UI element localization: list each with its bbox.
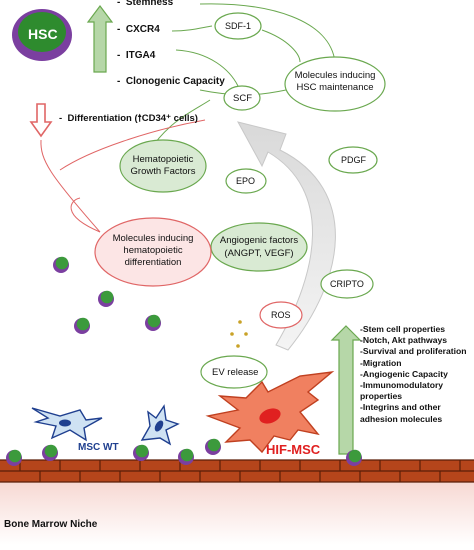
up-arrow-hsc: [86, 5, 114, 73]
pdgf-label: PDGF: [341, 155, 367, 165]
epo-ellipse: [225, 168, 267, 194]
differentiation-inducing-label: Molecules inducing hematopoietic differe…: [112, 233, 194, 268]
down-arrow-differentiation: [29, 103, 53, 138]
hif-property-5: -Angiogenic Capacity: [360, 368, 448, 379]
ros-label: ROS: [271, 310, 291, 320]
ros-dots: [230, 320, 248, 348]
hsc-property-clonogenic: - Clonogenic Capacity: [117, 76, 225, 87]
cripto-label: CRIPTO: [330, 279, 364, 289]
cell-4: [145, 314, 161, 331]
differentiation-ellipse: [94, 217, 212, 287]
niche-label: Bone Marrow Niche: [4, 519, 98, 530]
growth-factors-ellipse: [119, 139, 207, 193]
cell-1: [53, 256, 69, 273]
differentiation-label: - Differentiation (🠕CD34⁺ cells): [59, 113, 198, 124]
pdgf-ellipse: [328, 146, 378, 174]
epo-label: EPO: [236, 176, 256, 186]
factor-ellipses: [94, 12, 386, 389]
floating-cells: [6, 256, 362, 466]
hif-property-4: -Migration: [360, 357, 402, 368]
hif-properties-list: -Stem cell properties -Notch, Akt pathwa…: [360, 324, 472, 425]
msc-wt-nucleus-2: [154, 420, 164, 432]
hif-msc-label: HIF-MSC: [266, 442, 321, 457]
scf-label: SCF: [233, 93, 252, 104]
hif-property-2: -Notch, Akt pathways: [360, 335, 448, 346]
cell-7: [133, 444, 149, 461]
cell-3: [74, 317, 90, 334]
cripto-ellipse: [320, 269, 374, 299]
sdf1-label: SDF-1: [225, 21, 252, 31]
hif-property-7: -Integrins and other adhesion molecules: [360, 402, 443, 424]
up-arrow-hif: [330, 325, 362, 455]
cell-2: [98, 290, 114, 307]
hsc-label: HSC: [28, 26, 58, 42]
cell-9: [205, 438, 221, 455]
msc-wt-nucleus-1: [59, 419, 71, 427]
ev-release-label: EV release: [212, 367, 259, 378]
msc-wt-label: MSC WT: [78, 442, 119, 453]
hsc-property-stemness: - Stemness: [117, 0, 174, 8]
hsc-property-itga4: - ITGA4: [117, 50, 156, 61]
hif-property-1: -Stem cell properties: [360, 324, 446, 334]
niche-background: [0, 476, 474, 545]
ev-release-ellipse: [200, 355, 268, 389]
cell-5: [6, 449, 22, 466]
cell-6: [42, 444, 58, 461]
angiogenic-label: Angiogenic factors (ANGPT, VEGF): [219, 235, 299, 259]
growth-factors-label: Hematopoietic Growth Factors: [130, 154, 196, 177]
hsc-property-cxcr4: - CXCR4: [117, 24, 160, 35]
scf-ellipse: [223, 85, 261, 111]
big-curved-arrow: [237, 121, 336, 351]
hif-msc-nucleus: [259, 408, 281, 424]
cell-10: [346, 449, 362, 466]
hsc-maintenance-ellipse: [284, 56, 386, 112]
cell-8: [178, 448, 194, 465]
hsc-maintenance-label: Molecules inducing HSC maintenance: [294, 70, 376, 93]
sdf1-ellipse: [214, 12, 262, 40]
hif-property-3: -Survival and proliferation: [360, 346, 467, 357]
hif-property-6: -Immunomodulatory properties: [360, 380, 444, 402]
bone-bricks: [0, 459, 474, 483]
ros-ellipse: [259, 301, 303, 329]
hsc-cell-inner: [18, 12, 66, 52]
